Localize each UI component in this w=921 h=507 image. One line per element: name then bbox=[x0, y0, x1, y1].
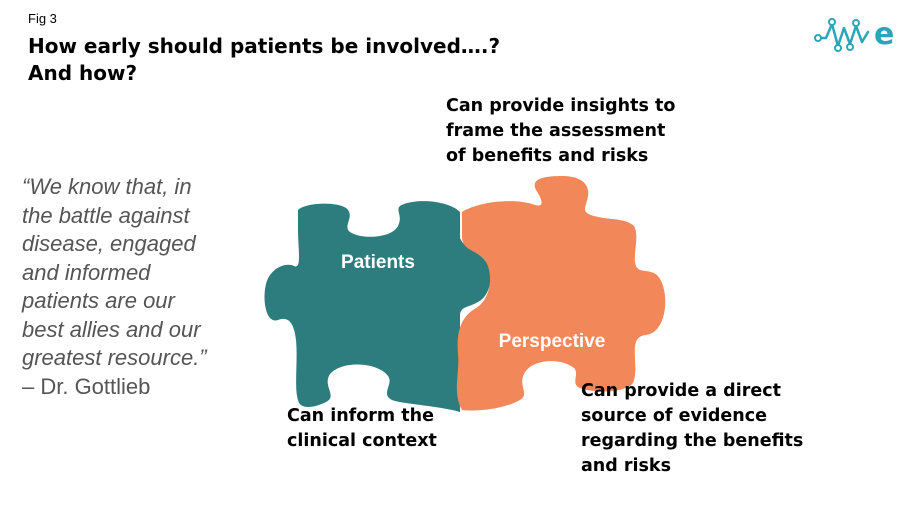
quote-line: the battle against bbox=[22, 202, 190, 228]
quote-block: “We know that, in the battle against dis… bbox=[22, 173, 262, 401]
callout-line: regarding the benefits bbox=[581, 431, 804, 451]
logo-node-icons bbox=[814, 18, 860, 52]
callout-line: frame the assessment bbox=[446, 121, 666, 141]
title-line-1: How early should patients be involved….? bbox=[28, 34, 501, 58]
quote-line: and informed bbox=[22, 259, 151, 285]
title-line-2: And how? bbox=[28, 61, 138, 85]
quote-line: patients are our bbox=[22, 288, 175, 313]
callout-left: Can inform the clinical context bbox=[287, 404, 437, 454]
callout-top: Can provide insights to frame the assess… bbox=[446, 94, 675, 169]
puzzle-piece-perspective bbox=[456, 176, 666, 411]
callout-line: Can provide a direct bbox=[581, 381, 781, 401]
company-logo: e bbox=[814, 17, 894, 52]
logo-letter: e bbox=[874, 17, 894, 52]
puzzle-label-patients: Patients bbox=[341, 252, 415, 273]
callout-line: Can inform the bbox=[287, 406, 434, 426]
callout-line: clinical context bbox=[287, 431, 437, 451]
quote-author: – Dr. Gottlieb bbox=[22, 373, 151, 399]
figure-label: Fig 3 bbox=[28, 11, 57, 26]
callout-right: Can provide a direct source of evidence … bbox=[581, 379, 803, 479]
quote-line: disease, engaged bbox=[22, 231, 196, 256]
callout-line: and risks bbox=[581, 456, 671, 476]
puzzle-piece-patients bbox=[264, 201, 491, 412]
callout-line: source of evidence bbox=[581, 406, 767, 426]
callout-line: of benefits and risks bbox=[446, 146, 649, 166]
quote-line: greatest resource.” bbox=[22, 345, 207, 370]
callout-line: Can provide insights to bbox=[446, 96, 676, 116]
puzzle-label-perspective: Perspective bbox=[499, 331, 606, 352]
slide-title: How early should patients be involved….?… bbox=[28, 33, 500, 87]
logo-network-icon bbox=[816, 22, 870, 48]
quote-line: “We know that, in bbox=[22, 174, 192, 199]
quote-line: best allies and our bbox=[22, 316, 201, 342]
